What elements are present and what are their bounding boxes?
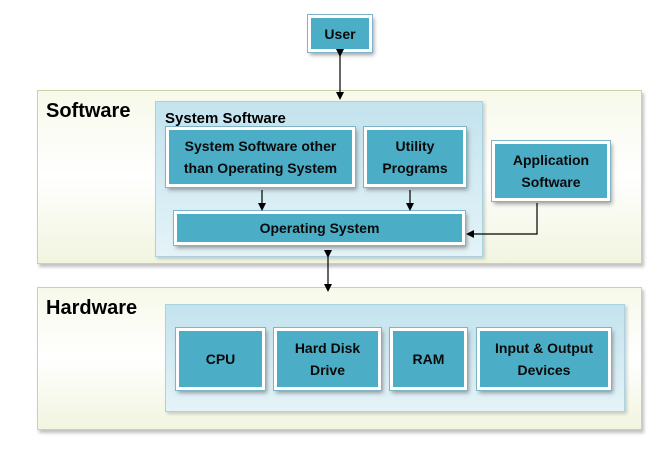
application-software-box: Application Software xyxy=(491,140,611,202)
software-title: Software xyxy=(46,100,131,122)
io-devices-box: Input & Output Devices xyxy=(476,327,612,391)
system-software-title: System Software xyxy=(165,110,286,127)
operating-system-label: Operating System xyxy=(259,220,380,236)
cpu-box: CPU xyxy=(175,327,266,391)
user-label: User xyxy=(324,25,356,42)
utility-programs-label: Utility Programs xyxy=(382,138,448,176)
application-software-label: Application Software xyxy=(512,152,590,190)
operating-system-box: Operating System xyxy=(173,210,466,246)
ram-box: RAM xyxy=(389,327,468,391)
cpu-label: CPU xyxy=(205,351,236,367)
hardware-title: Hardware xyxy=(46,297,138,319)
utility-programs-box: Utility Programs xyxy=(363,126,467,188)
system-software-other-box: System Software other than Operating Sys… xyxy=(165,126,356,188)
system-software-other-label: System Software other than Operating Sys… xyxy=(183,138,338,176)
hard-disk-drive-box: Hard Disk Drive xyxy=(273,327,382,391)
ram-label: RAM xyxy=(412,351,445,367)
hard-disk-drive-label: Hard Disk Drive xyxy=(294,340,361,378)
application-to-os-arrow xyxy=(466,203,538,238)
io-devices-label: Input & Output Devices xyxy=(495,340,593,378)
